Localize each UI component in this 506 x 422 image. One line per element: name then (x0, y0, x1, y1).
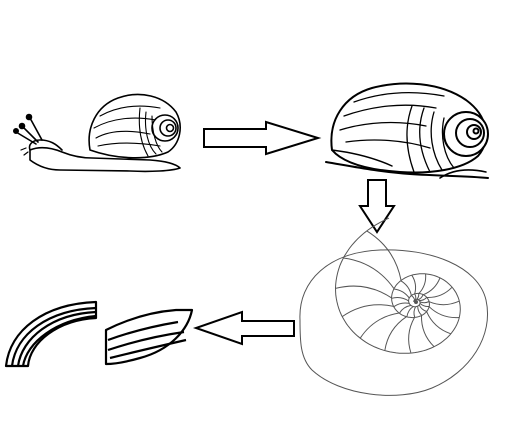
spiral-center (414, 300, 418, 304)
snail-crawling-illustration (13, 93, 181, 173)
curved-striped-segment (4, 300, 98, 368)
spiral-septum (366, 230, 402, 281)
spiral-septum (384, 316, 407, 351)
spiral-septum (411, 295, 416, 301)
arrow-right-icon (203, 120, 322, 156)
spiral-septum (419, 301, 430, 304)
spiral-septum (418, 304, 427, 312)
arrow-down-icon (358, 179, 396, 234)
spiral-septum (406, 306, 414, 317)
spiral-septum (391, 296, 409, 302)
spiral-chambers-illustration (299, 217, 488, 396)
spiral-septum (417, 306, 423, 316)
spiral-septum (400, 280, 412, 296)
curved-striped-segment (104, 308, 194, 366)
spiral-septum (420, 315, 435, 348)
spiral-septum (413, 306, 417, 318)
spiral-septum (426, 311, 451, 335)
spiral-septum (414, 293, 417, 300)
spiral-septum (417, 294, 424, 301)
spiral-septum (411, 274, 417, 295)
spiral-septum (341, 304, 394, 318)
spiral-septum (393, 288, 410, 299)
spiral-septum (408, 317, 415, 354)
spiral-septum (419, 303, 430, 308)
spiral-septum (428, 306, 460, 319)
arrow-left-icon (192, 310, 295, 346)
spiral-septum (423, 277, 441, 296)
spiral-septum (428, 300, 460, 306)
spiral-septum (359, 312, 400, 339)
snail-shell-illustration (325, 82, 489, 179)
spiral-septum (335, 285, 392, 299)
spiral-septum (393, 302, 410, 308)
spiral-curve (334, 217, 461, 354)
spiral-septum (343, 257, 395, 289)
spiral-septum (426, 286, 453, 299)
spiral-septum (398, 304, 412, 314)
spiral-septum (416, 293, 420, 300)
spiral-septum (418, 273, 427, 294)
spiral-septum (419, 297, 428, 302)
